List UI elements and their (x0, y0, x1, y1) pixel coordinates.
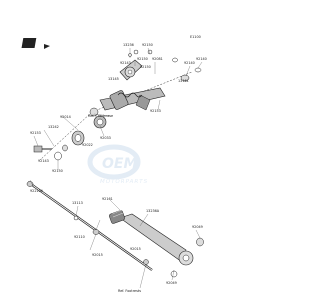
part-number-92140b: 92140 (196, 57, 207, 61)
part-number-92049b: 92049 (166, 281, 177, 285)
part-number-92110: 92110 (74, 235, 85, 239)
part-number-92150c: 92150 (140, 65, 151, 69)
part-number-92081: 92081 (152, 57, 163, 61)
part-number-92150b: 92150 (137, 57, 148, 61)
shift-shaft-assembly (99, 59, 166, 111)
watermark-text: OEM (102, 156, 137, 172)
part-number-13236: 13236 (123, 43, 134, 47)
part-number-92022: 92022 (82, 143, 93, 147)
right-washers (128, 49, 202, 82)
part-number-92161: 92161 (102, 197, 113, 201)
pedal-parts-small (143, 237, 204, 278)
part-number-92014: 92014 (60, 115, 71, 119)
shift-pedal (109, 209, 194, 266)
part-number-13236a: 13236A (146, 209, 160, 213)
tie-rod (26, 181, 153, 271)
parts-diagram: OEM MOTORPARTS E1100 (21, 35, 207, 293)
part-number-92153: 92153 (150, 109, 161, 113)
part-number-92150: 92150 (142, 43, 153, 47)
ref-footrests-label: Ref. Footrests (118, 289, 141, 293)
watermark: OEM MOTORPARTS (87, 144, 148, 185)
gear-change-exploded-view: OEM MOTORPARTS E1100 (21, 35, 207, 293)
ref-crankcase-label: Ref. Crankcase (88, 114, 113, 118)
watermark-subtext: MOTORPARTS (100, 179, 148, 185)
part-number-13145: 13145 (108, 77, 119, 81)
part-number-13113: 13113 (72, 201, 83, 205)
bushing-stack (54, 107, 107, 161)
part-number-92015b: 92015 (130, 247, 141, 251)
front-direction-icon (21, 38, 50, 49)
part-number-92153b: 92153 (30, 131, 41, 135)
part-number-13161: 13161 (178, 79, 189, 83)
part-number-92150d: 92150 (52, 169, 63, 173)
axis-line (39, 111, 93, 161)
part-number-92033: 92033 (100, 136, 111, 140)
part-number-92140: 92140 (184, 61, 195, 65)
part-number-92143b: 92143 (38, 159, 49, 163)
diagram-code: E1100 (190, 35, 201, 39)
part-number-92210a: 92210A (30, 189, 44, 193)
part-number-13242: 13242 (48, 125, 59, 129)
return-spring (117, 92, 143, 98)
part-number-92015: 92015 (92, 253, 103, 257)
part-number-92143: 92143 (120, 61, 131, 65)
leader-lines (29, 47, 203, 289)
part-number-92049: 92049 (192, 225, 203, 229)
